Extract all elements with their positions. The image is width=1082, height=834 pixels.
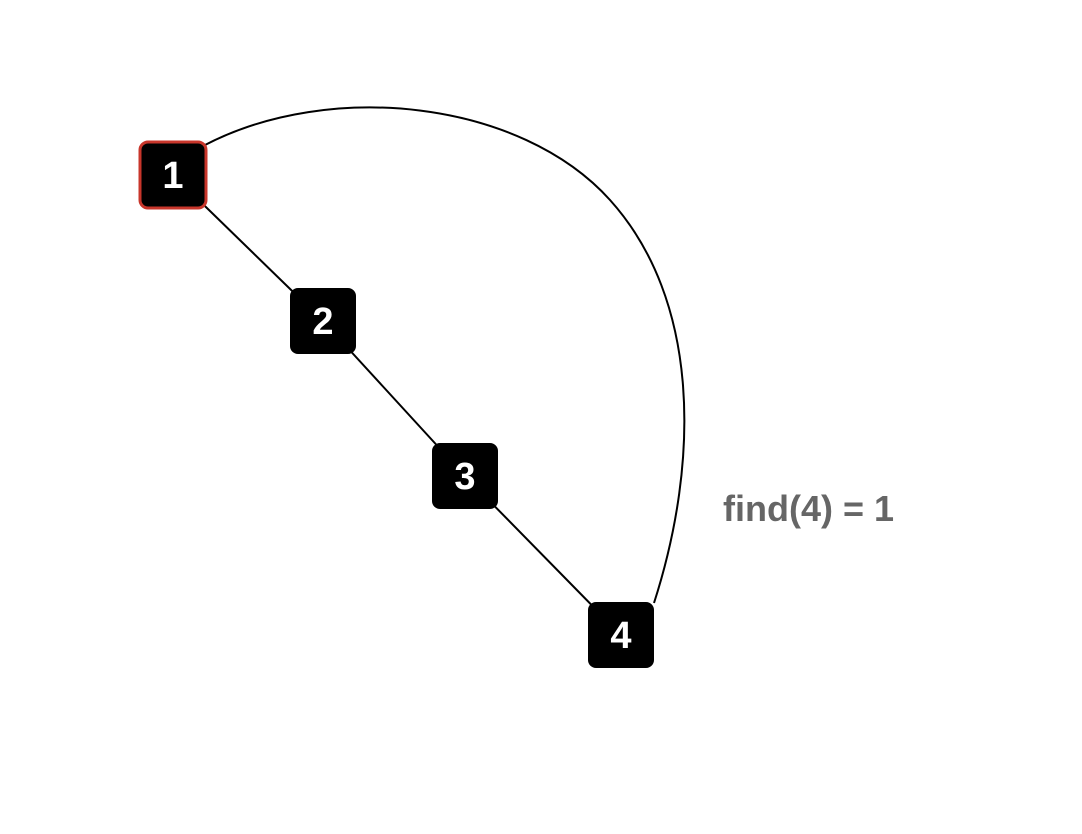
nodes-layer: 1 2 3 4 bbox=[138, 140, 654, 668]
node-box bbox=[290, 288, 356, 354]
find-result-caption: find(4) = 1 bbox=[723, 488, 895, 529]
node-label: 2 bbox=[312, 301, 333, 343]
node-4: 4 bbox=[588, 602, 654, 668]
node-3: 3 bbox=[432, 443, 498, 509]
node-1: 1 bbox=[138, 140, 208, 210]
node-box-root-highlight bbox=[138, 140, 208, 210]
node-box bbox=[588, 602, 654, 668]
node-label: 4 bbox=[610, 615, 631, 657]
node-2: 2 bbox=[290, 288, 356, 354]
edges-layer bbox=[172, 106, 686, 636]
edge-n4-n1 bbox=[204, 106, 686, 604]
node-box bbox=[432, 443, 498, 509]
node-label: 3 bbox=[454, 456, 475, 498]
node-label: 1 bbox=[162, 155, 183, 197]
